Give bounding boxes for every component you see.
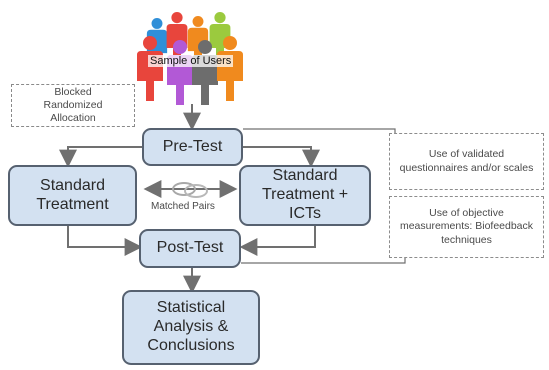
standard-treatment-box: Standard Treatment xyxy=(8,165,137,226)
blocked-randomized-allocation-text: Blocked Randomized Allocation xyxy=(43,85,103,125)
person-icon xyxy=(187,15,209,67)
statistical-analysis-box: Statistical Analysis & Conclusions xyxy=(122,290,260,365)
blocked-randomized-allocation-note: Blocked Randomized Allocation xyxy=(11,84,135,127)
post-test-label: Post-Test xyxy=(156,239,224,257)
line-pretest-to-questionnaires xyxy=(243,128,396,134)
standard-treatment-icts-box: Standard Treatment + ICTs xyxy=(239,165,371,226)
rings-icon-second xyxy=(184,184,208,198)
pre-test-box: Pre-Test xyxy=(142,128,243,166)
statistical-analysis-label: Statistical Analysis & Conclusions xyxy=(147,299,235,354)
questionnaires-note: Use of validated questionnaires and/or s… xyxy=(389,133,544,190)
standard-treatment-icts-label: Standard Treatment + ICTs xyxy=(261,167,349,222)
line-posttest-to-measurements xyxy=(241,258,406,264)
measurements-note: Use of objective measurements: Biofeedba… xyxy=(389,196,544,258)
person-icon xyxy=(209,12,231,64)
standard-treatment-label: Standard Treatment xyxy=(36,176,109,213)
questionnaires-note-text: Use of validated questionnaires and/or s… xyxy=(399,148,534,174)
pre-test-label: Pre-Test xyxy=(162,137,223,155)
arrow-pretest-to-standard xyxy=(59,146,142,168)
post-test-box: Post-Test xyxy=(139,229,241,268)
arrow-standard-to-posttest xyxy=(67,225,143,256)
arrow-pretest-to-icts xyxy=(243,146,320,168)
person-icon xyxy=(192,40,218,105)
person-icon xyxy=(167,40,193,105)
arrow-icts-to-posttest xyxy=(239,225,316,256)
sample-of-users-label: Sample of Users xyxy=(148,55,234,67)
matched-pairs-label: Matched Pairs xyxy=(151,201,215,212)
measurements-note-text: Use of objective measurements: Biofeedba… xyxy=(399,207,534,246)
